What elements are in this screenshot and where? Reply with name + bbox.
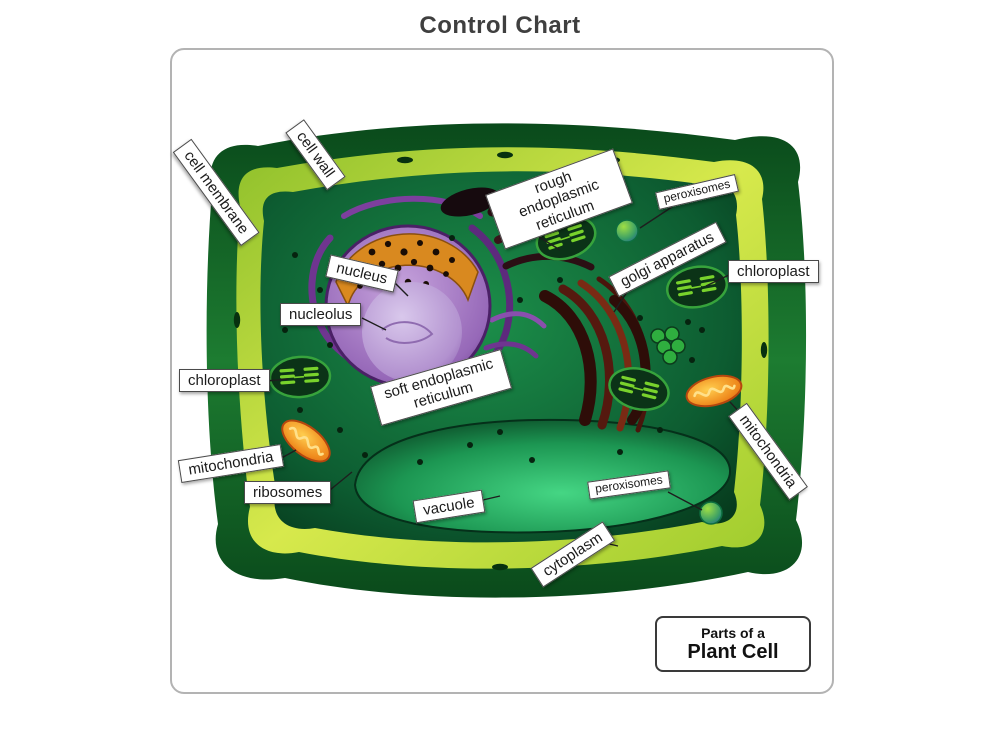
chloroplast-graphics [267, 208, 732, 417]
ribosome-dots [282, 235, 705, 465]
legend-line1: Parts of a [701, 624, 765, 641]
label-chloroplast-left: chloroplast [179, 369, 270, 393]
legend-box: Parts of a Plant Cell [655, 616, 811, 672]
page-title: Control Chart [419, 12, 581, 39]
label-ribosomes: ribosomes [244, 481, 332, 505]
legend-line2: Plant Cell [687, 640, 779, 663]
label-nucleolus: nucleolus [280, 303, 362, 327]
granum-cluster [650, 326, 686, 365]
label-chloroplast-right: chloroplast [728, 260, 819, 284]
